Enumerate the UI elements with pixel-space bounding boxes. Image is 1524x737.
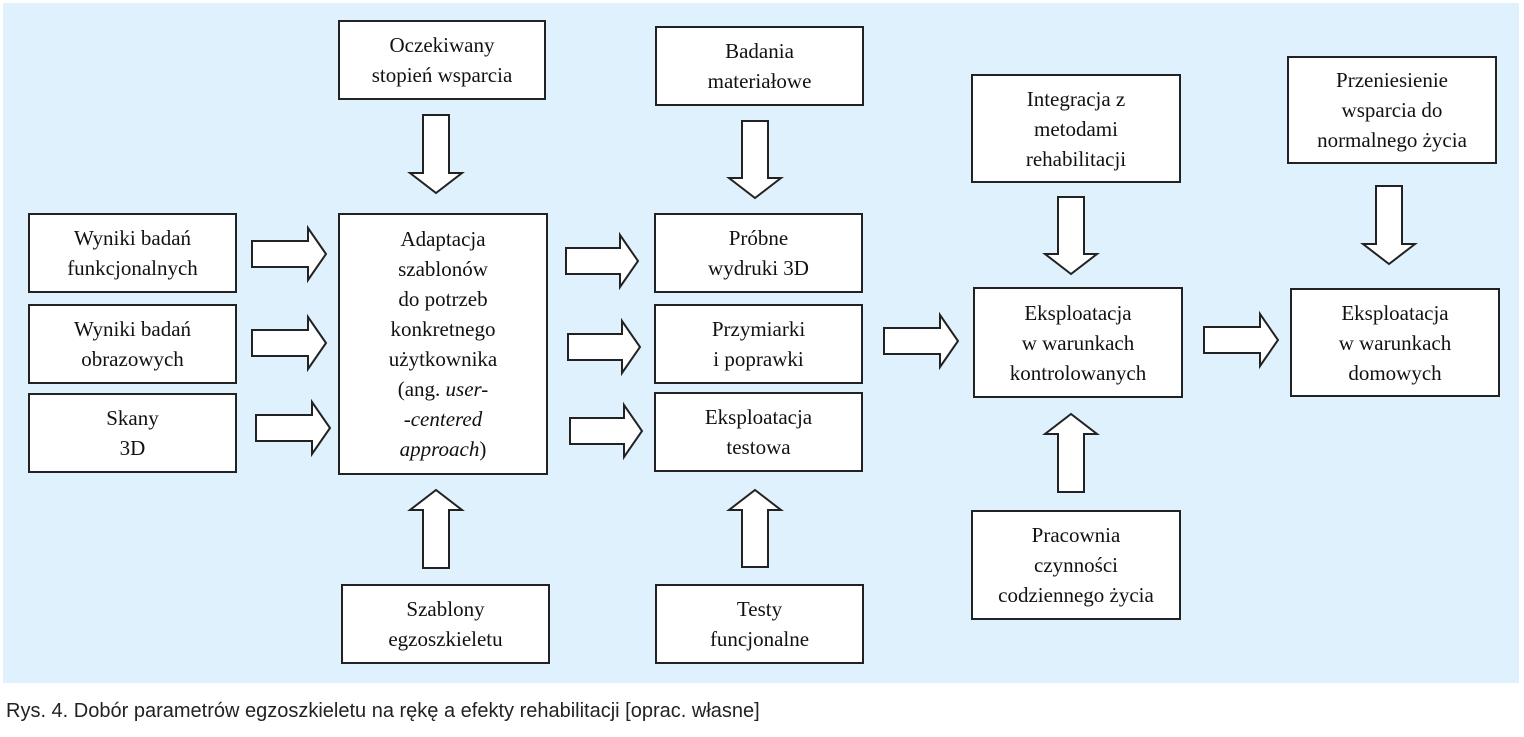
adaptation-line: do potrzeb	[398, 287, 488, 311]
arrow-right	[1203, 310, 1280, 370]
arrow-down	[1360, 185, 1418, 266]
arrow-up	[1042, 412, 1100, 493]
input-imaging-results: Wyniki badań obrazowych	[28, 304, 237, 384]
arrow-down	[726, 120, 784, 200]
daily-living-lab-box: Pracownia czynności codziennego życia	[971, 510, 1181, 620]
input-functional-results: Wyniki badań funkcjonalnych	[28, 213, 237, 293]
adaptation-line: użytkownika	[388, 347, 498, 371]
arrow-right	[567, 317, 642, 377]
expected-support-box: Oczekiwany stopień wsparcia	[338, 20, 546, 100]
arrow-right	[251, 313, 328, 373]
adaptation-italic: -centered	[403, 407, 483, 431]
adaptation-italic: user-	[445, 377, 489, 401]
transfer-support-box: Przeniesienie wsparcia do normalnego życ…	[1287, 56, 1497, 164]
adaptation-italic: approach	[399, 437, 480, 461]
adaptation-line: konkretnego	[390, 317, 496, 341]
adaptation-line: (ang. user-	[398, 374, 489, 404]
home-operation-box: Eksploatacja w warunkach domowych	[1290, 288, 1500, 397]
adaptation-line: szablonów	[398, 257, 488, 281]
adaptation-prefix: (ang.	[397, 377, 446, 401]
arrow-right	[565, 231, 640, 291]
stage-test-operation: Eksploatacja testowa	[654, 392, 863, 472]
integration-box: Integracja z metodami rehabilitacji	[971, 74, 1181, 183]
arrow-up	[726, 488, 784, 568]
stage-test-prints: Próbne wydruki 3D	[654, 213, 863, 293]
arrow-right	[255, 398, 332, 458]
templates-box: Szablony egzoszkieletu	[341, 584, 550, 664]
arrow-down	[1042, 196, 1100, 276]
stage-fittings: Przymiarki i poprawki	[654, 304, 863, 384]
adaptation-line: approach)	[400, 434, 487, 464]
adaptation-box: Adaptacja szablonów do potrzeb konkretne…	[338, 213, 548, 475]
adaptation-line: Adaptacja	[400, 227, 486, 251]
functional-tests-box: Testy funcjonalne	[655, 584, 864, 664]
arrow-right	[251, 224, 328, 284]
figure-caption: Rys. 4. Dobór parametrów egzoszkieletu n…	[6, 700, 760, 722]
material-research-box: Badania materiałowe	[655, 26, 864, 106]
controlled-operation-box: Eksploatacja w warunkach kontrolowanych	[973, 287, 1183, 398]
adaptation-suffix: )	[479, 437, 487, 461]
input-3d-scans: Skany 3D	[28, 393, 237, 473]
arrow-down	[407, 114, 465, 195]
arrow-right	[569, 401, 644, 461]
arrow-up	[407, 488, 465, 569]
arrow-right	[883, 311, 960, 371]
